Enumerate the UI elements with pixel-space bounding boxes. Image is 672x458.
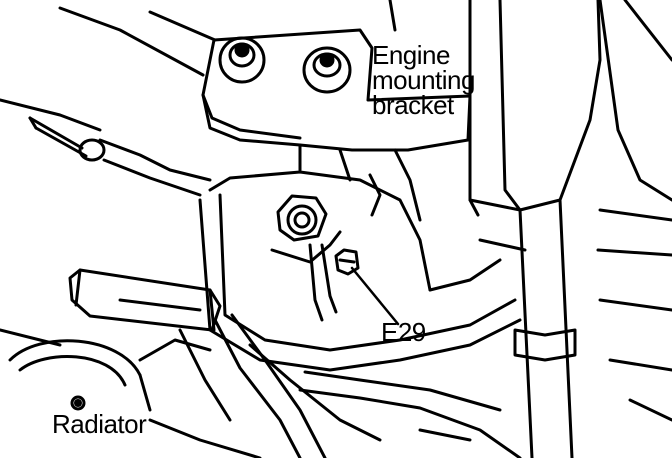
e29-leader-line <box>350 266 400 326</box>
pipes-right <box>468 0 672 458</box>
radiator-fan-shape <box>0 328 152 412</box>
engine-mounting-bracket-label: Engine mounting bracket <box>372 40 475 120</box>
e29-connector-shape <box>334 248 360 276</box>
rod-shape <box>28 116 212 197</box>
connector-block-shape <box>68 268 222 332</box>
label-line: bracket <box>372 90 454 120</box>
e29-label: E29 <box>381 317 426 347</box>
engine-mounting-bracket-shape <box>201 28 472 152</box>
bolt-shape <box>270 194 342 322</box>
radiator-label: Radiator <box>52 409 147 439</box>
label-line: Engine <box>372 40 450 70</box>
label-line: mounting <box>372 65 475 95</box>
